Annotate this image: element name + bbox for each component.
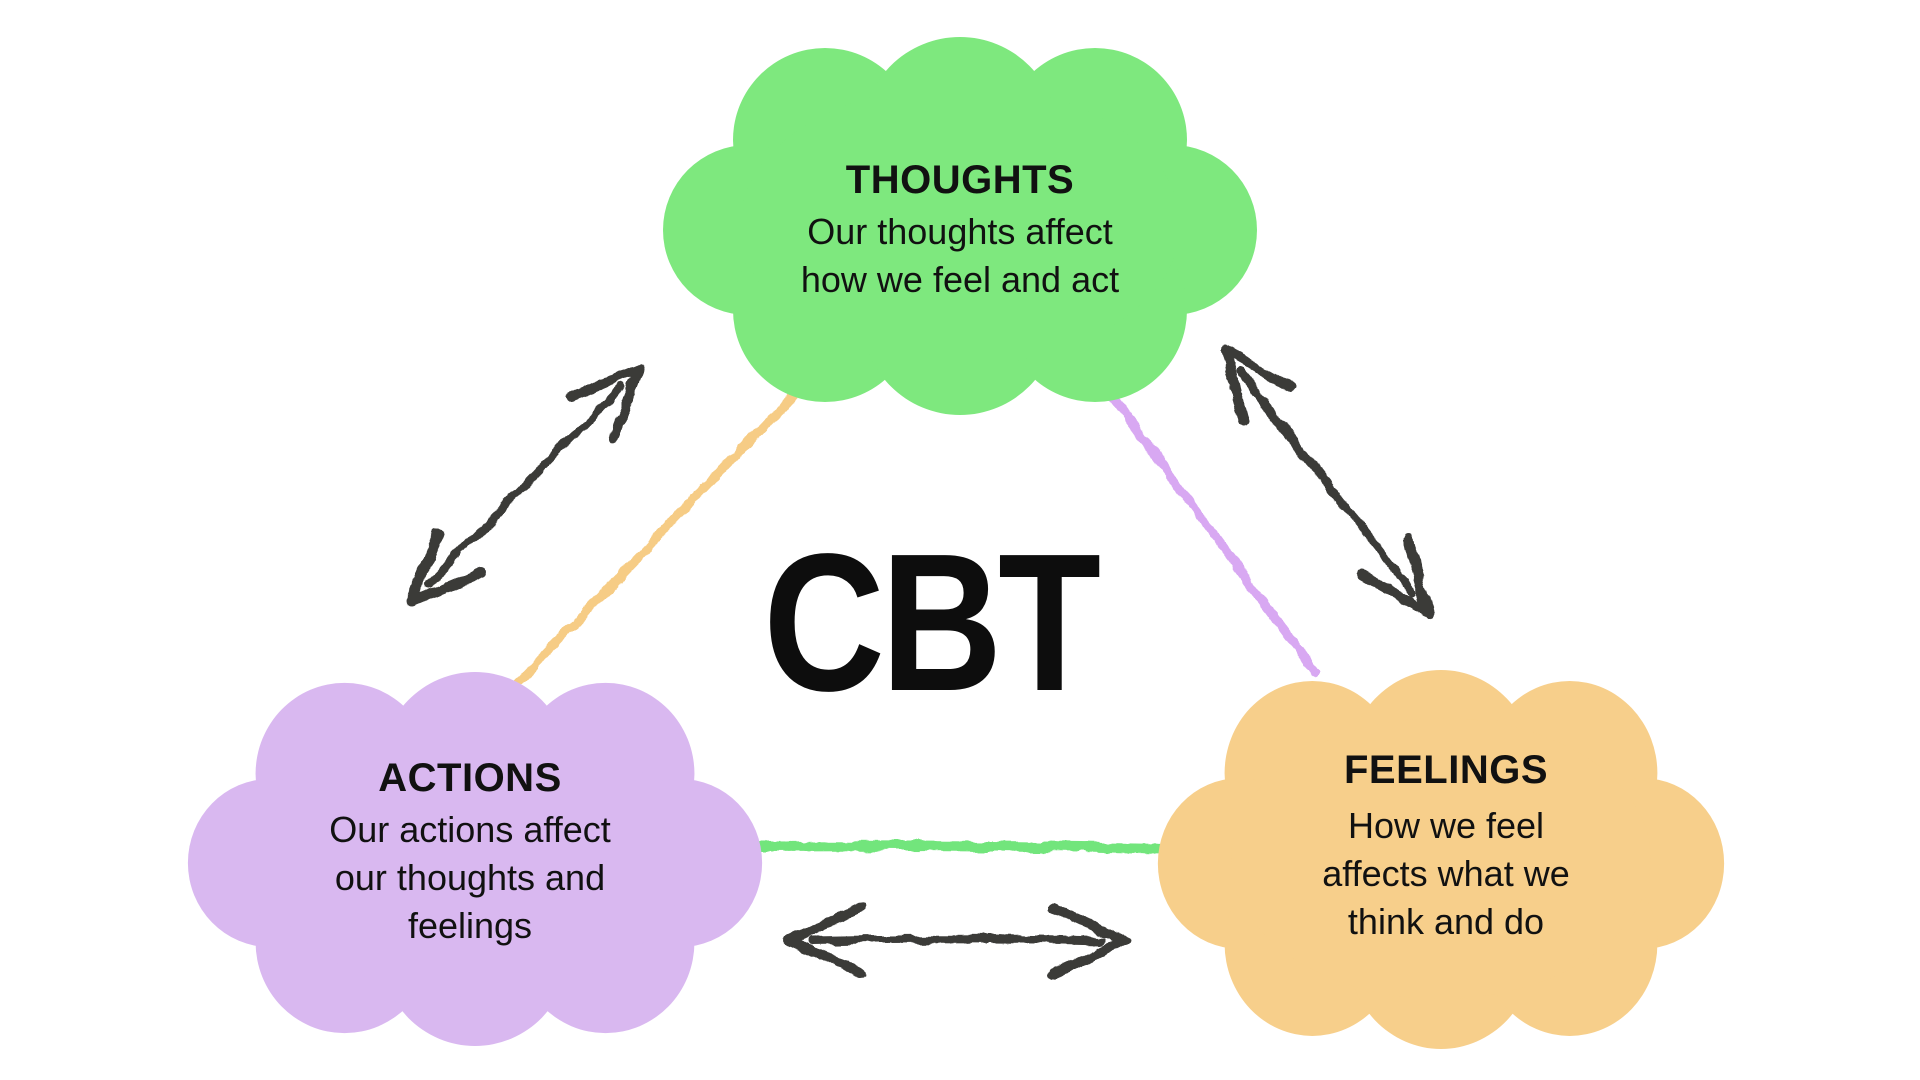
actions-title: ACTIONS <box>378 756 562 800</box>
feelings-description: How we feel affects what we think and do <box>1322 805 1570 942</box>
thoughts-description: Our thoughts affect how we feel and act <box>800 211 1120 300</box>
cbt-center-title: CBT <box>763 513 1101 732</box>
thoughts-actions-arrow <box>407 363 645 606</box>
feelings-title: FEELINGS <box>1343 748 1549 792</box>
actions-cloud: ACTIONS Our actions affect our thoughts … <box>180 754 760 950</box>
actions-description: Our actions affect our thoughts and feel… <box>329 809 611 946</box>
feelings-cloud-shape <box>1157 670 1725 1049</box>
cloud-shapes <box>187 37 1725 1049</box>
thoughts-cloud-shape <box>663 37 1257 415</box>
arrows <box>407 345 1433 979</box>
connector-lines <box>500 383 1320 854</box>
actions-feelings-connector-line <box>755 840 1170 854</box>
thoughts-title: THOUGHTS <box>845 158 1075 202</box>
thoughts-actions-connector-line <box>500 383 805 700</box>
actions-feelings-arrow <box>785 902 1129 979</box>
thoughts-feelings-arrow <box>1220 345 1433 617</box>
thoughts-cloud: THOUGHTS Our thoughts affect how we feel… <box>660 156 1260 304</box>
thoughts-feelings-connector-line <box>1100 383 1320 677</box>
feelings-cloud: FEELINGS How we feel affects what we thi… <box>1160 746 1732 946</box>
actions-cloud-shape <box>187 671 763 1047</box>
